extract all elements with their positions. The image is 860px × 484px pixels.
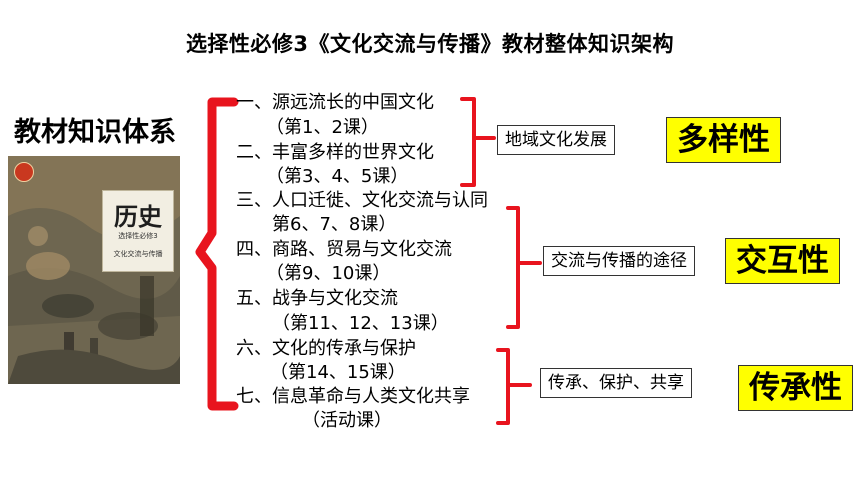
feature-interaction: 交互性 bbox=[725, 238, 840, 284]
book-subtitle: 选择性必修3 bbox=[118, 232, 158, 240]
cover-title-plate: 历史 选择性必修3 文化交流与传播 bbox=[102, 190, 174, 272]
main-bracket bbox=[195, 97, 239, 411]
lesson-5-title: 五、战争与文化交流 bbox=[236, 288, 398, 309]
lesson-5-range: （第11、12、13课） bbox=[272, 313, 449, 334]
group-2-label: 交流与传播的途径 bbox=[543, 246, 695, 276]
system-label: 教材知识体系 bbox=[14, 117, 176, 148]
group-bracket-1 bbox=[460, 97, 496, 187]
textbook-cover-image: 历史 选择性必修3 文化交流与传播 bbox=[8, 156, 180, 384]
group-1-label: 地域文化发展 bbox=[497, 125, 615, 155]
lesson-1-range: （第1、2课） bbox=[266, 117, 379, 138]
feature-diversity: 多样性 bbox=[666, 117, 781, 163]
book-title: 历史 bbox=[114, 202, 162, 231]
diagram-title: 选择性必修3《文化交流与传播》教材整体知识架构 bbox=[185, 32, 675, 56]
lesson-7-title: 七、信息革命与人类文化共享 bbox=[236, 386, 470, 407]
lesson-4-range: （第9、10课） bbox=[266, 263, 391, 284]
lesson-3-range: 第6、7、8课） bbox=[272, 214, 397, 235]
lesson-2-title: 二、丰富多样的世界文化 bbox=[236, 142, 434, 163]
lesson-3-title: 三、人口迁徙、文化交流与认同 bbox=[236, 190, 488, 211]
book-name: 文化交流与传播 bbox=[113, 250, 163, 258]
publisher-seal-icon bbox=[14, 162, 34, 182]
group-bracket-3 bbox=[496, 348, 532, 425]
lesson-2-range: （第3、4、5课） bbox=[266, 166, 409, 187]
lesson-6-title: 六、文化的传承与保护 bbox=[236, 338, 416, 359]
lesson-6-range: （第14、15课） bbox=[270, 362, 406, 383]
lesson-1-title: 一、源远流长的中国文化 bbox=[236, 92, 434, 113]
lesson-4-title: 四、商路、贸易与文化交流 bbox=[236, 239, 452, 260]
group-3-label: 传承、保护、共享 bbox=[540, 368, 692, 398]
lesson-7-range: （活动课） bbox=[302, 410, 392, 431]
group-bracket-2 bbox=[506, 206, 542, 329]
feature-inheritance: 传承性 bbox=[738, 365, 853, 411]
